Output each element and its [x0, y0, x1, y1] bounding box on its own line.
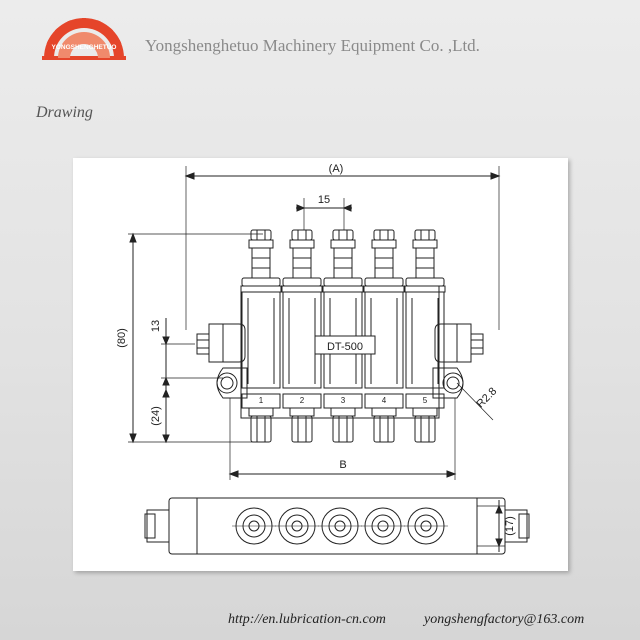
section-title: Drawing	[36, 104, 93, 121]
outlet-column	[240, 229, 282, 443]
dim-pitch: 15	[318, 194, 330, 206]
dim-mount-height: (24)	[150, 406, 162, 426]
plan-outlet	[318, 507, 362, 545]
dim-depth: (17)	[504, 516, 516, 536]
model-label: DT-500	[327, 341, 363, 353]
outlet-column	[281, 229, 323, 443]
plan-outlet	[404, 507, 448, 545]
company-name: Yongshenghetuo Machinery Equipment Co. ,…	[145, 36, 480, 55]
footer-email-link[interactable]: yongshengfactory@163.com	[424, 612, 585, 627]
dim-height: (80)	[116, 328, 128, 348]
plan-outlet	[232, 507, 276, 545]
dim-mount-span: B	[339, 459, 346, 471]
outlet-number-4: 4	[382, 396, 387, 405]
outlet-column	[404, 229, 446, 443]
outlet-number-1: 1	[259, 396, 264, 405]
outlet-number-3: 3	[341, 396, 346, 405]
dim-radius: R2.8	[474, 385, 499, 410]
outlet-number-2: 2	[300, 396, 305, 405]
company-logo: YONGSHENGHETUO	[42, 18, 126, 60]
footer-url-link[interactable]: http://en.lubrication-cn.com	[228, 612, 386, 627]
dim-inlet-offset: 13	[150, 320, 162, 332]
plan-outlet	[275, 507, 319, 545]
drawing-panel: DT-500 1 2 3 4 5	[73, 158, 568, 571]
dim-overall-width: (A)	[329, 163, 344, 175]
outlet-number-5: 5	[423, 396, 428, 405]
page-footer: http://en.lubrication-cn.com yongshengfa…	[0, 612, 640, 636]
page-header: YONGSHENGHETUO Yongshenghetuo Machinery …	[0, 0, 640, 90]
technical-drawing: DT-500 1 2 3 4 5	[116, 163, 530, 555]
plan-outlet	[361, 507, 405, 545]
logo-text: YONGSHENGHETUO	[51, 44, 116, 51]
